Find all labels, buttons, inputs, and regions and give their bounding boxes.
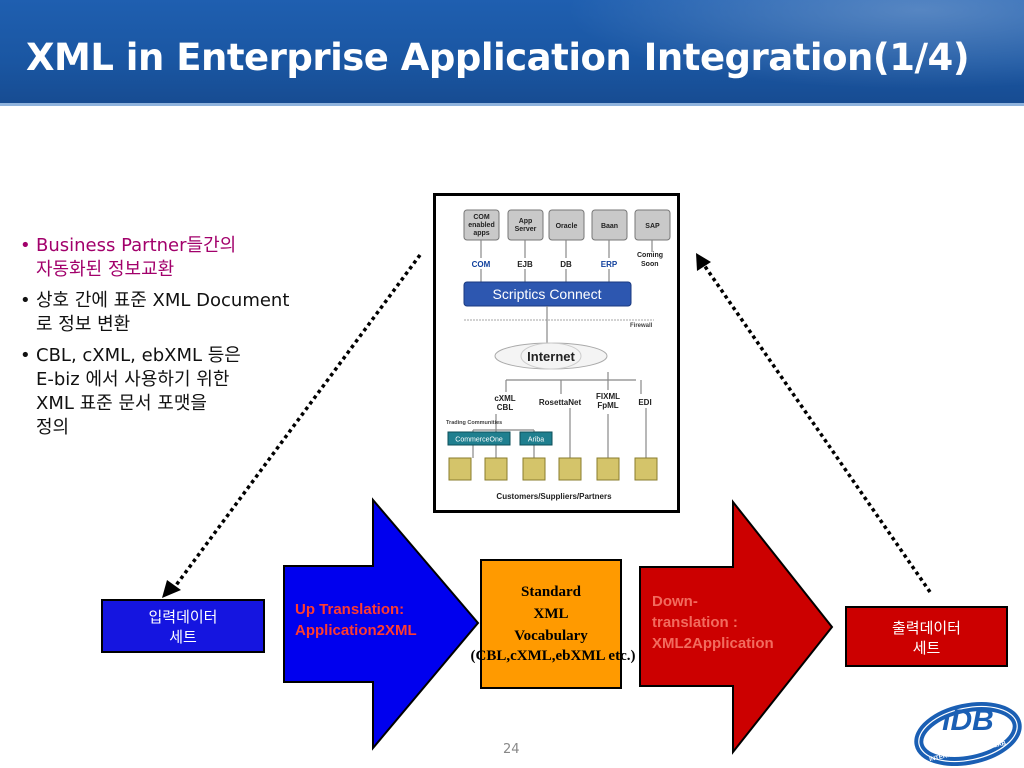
svg-text:enabled: enabled — [468, 222, 494, 229]
standard-vocabulary-line: XML — [533, 606, 569, 622]
page-number: 24 — [503, 742, 520, 757]
bullet-item: • Business Partner들간의 자동화된 정보교환 — [20, 234, 365, 282]
partner-square — [558, 457, 582, 481]
output-data-label: 출력데이터 — [891, 619, 961, 637]
bullet-line: Business Partner들간의 — [36, 235, 237, 256]
protocol-label: EJB — [517, 260, 533, 269]
app-tile-app-server: App Server — [507, 209, 544, 241]
standard-label: CBL — [497, 403, 514, 412]
svg-text:CommerceOne: CommerceOne — [455, 437, 503, 444]
bullet-line: XML 표준 문서 포맷을 — [36, 393, 207, 414]
partner-square — [522, 457, 546, 481]
bullet-list: • Business Partner들간의 자동화된 정보교환 • 상호 간에 … — [20, 234, 365, 447]
protocol-label: ERP — [601, 260, 618, 269]
idb-logo-text: iDB — [942, 704, 994, 737]
scriptics-connect-label: Scriptics Connect — [493, 286, 602, 302]
title-bar: XML in Enterprise Application Integratio… — [0, 0, 1024, 103]
bullet-line: E-biz 에서 사용하기 위한 — [36, 369, 230, 390]
input-data-label: 입력데이터 — [148, 608, 218, 626]
down-translation-line: translation : — [652, 614, 738, 631]
svg-text:Oracle: Oracle — [556, 223, 578, 230]
idb-logo: iDB INTERNET DATABASE LAB — [914, 702, 1022, 766]
up-translation-line: Up Translation: — [295, 601, 405, 618]
output-data-box: 출력데이터 세트 — [845, 606, 1008, 667]
partner-square — [634, 457, 658, 481]
up-translation-label: Up Translation: Application2XML — [295, 599, 455, 641]
bullet-dot: • — [20, 345, 31, 366]
dotted-arrow-right-head — [696, 253, 711, 271]
bullet-line: 정의 — [36, 417, 70, 438]
bullet-item: • CBL, cXML, ebXML 등은 E-biz 에서 사용하기 위한 X… — [20, 344, 365, 440]
standard-vocabulary-examples: (CBL,cXML,ebXML etc.) — [470, 648, 636, 664]
app-tile-com: COM enabled apps — [463, 209, 500, 241]
svg-text:SAP: SAP — [645, 223, 660, 230]
down-translation-line: XML2Application — [652, 635, 774, 652]
protocol-label: DB — [560, 260, 572, 269]
svg-text:apps: apps — [473, 230, 489, 237]
bullet-item: • 상호 간에 표준 XML Document 로 정보 변환 — [20, 289, 365, 337]
bullet-line: 상호 간에 표준 XML Document — [36, 290, 290, 311]
svg-text:Server: Server — [515, 226, 537, 233]
diagram-footer: Customers/Suppliers/Partners — [496, 492, 612, 501]
svg-text:Ariba: Ariba — [528, 437, 544, 444]
bullet-dot: • — [20, 290, 31, 311]
firewall-label: Firewall — [630, 323, 653, 329]
standard-label: EDI — [638, 398, 651, 407]
input-data-label: 세트 — [169, 628, 197, 646]
standard-label: cXML — [494, 394, 515, 403]
partner-square — [484, 457, 508, 481]
bullet-line: 자동화된 정보교환 — [36, 259, 175, 280]
svg-text:Soon: Soon — [641, 261, 659, 268]
standard-label: RosettaNet — [539, 398, 582, 407]
coming-soon-label: Coming Soon — [637, 252, 663, 268]
standard-vocabulary-line: Standard — [520, 584, 582, 600]
svg-text:Coming: Coming — [637, 252, 663, 259]
svg-text:App: App — [519, 218, 533, 225]
title-bar-shine — [504, 0, 1024, 103]
app-tile-sap: SAP — [634, 209, 671, 241]
app-tile-oracle: Oracle — [548, 209, 585, 241]
architecture-svg: COM enabled apps App Server Oracle Baan … — [446, 209, 671, 501]
app-tile-baan: Baan — [591, 209, 628, 241]
standard-vocabulary-line: Vocabulary — [514, 628, 588, 644]
dotted-arrow-right — [702, 264, 932, 593]
trading-communities-label: Trading Communities — [446, 420, 502, 426]
svg-text:Baan: Baan — [601, 223, 618, 230]
partner-square — [596, 457, 620, 481]
standard-label: FIXML — [596, 392, 620, 401]
architecture-diagram: COM enabled apps App Server Oracle Baan … — [433, 193, 680, 513]
down-translation-line: Down- — [652, 593, 698, 610]
down-translation-label: Down- translation : XML2Application — [652, 591, 822, 654]
output-data-label: 세트 — [912, 639, 941, 657]
protocol-label: COM — [472, 260, 491, 269]
bullet-line: 로 정보 변환 — [36, 314, 131, 335]
partner-square — [448, 457, 472, 481]
svg-text:COM: COM — [473, 214, 490, 221]
slide-title: XML in Enterprise Application Integratio… — [26, 36, 970, 79]
dotted-arrow-left-head — [162, 580, 181, 598]
commerceone-badge — [447, 431, 511, 446]
ariba-badge — [519, 431, 553, 446]
title-divider — [0, 103, 1024, 106]
standard-vocabulary-box: Standard XML Vocabulary — [480, 559, 622, 689]
bullet-line: CBL, cXML, ebXML 등은 — [36, 345, 241, 366]
internet-label: Internet — [527, 349, 575, 364]
input-data-box: 입력데이터 세트 — [101, 599, 265, 653]
standard-label: FpML — [597, 401, 618, 410]
bullet-dot: • — [20, 235, 31, 256]
up-translation-line: Application2XML — [295, 622, 417, 639]
